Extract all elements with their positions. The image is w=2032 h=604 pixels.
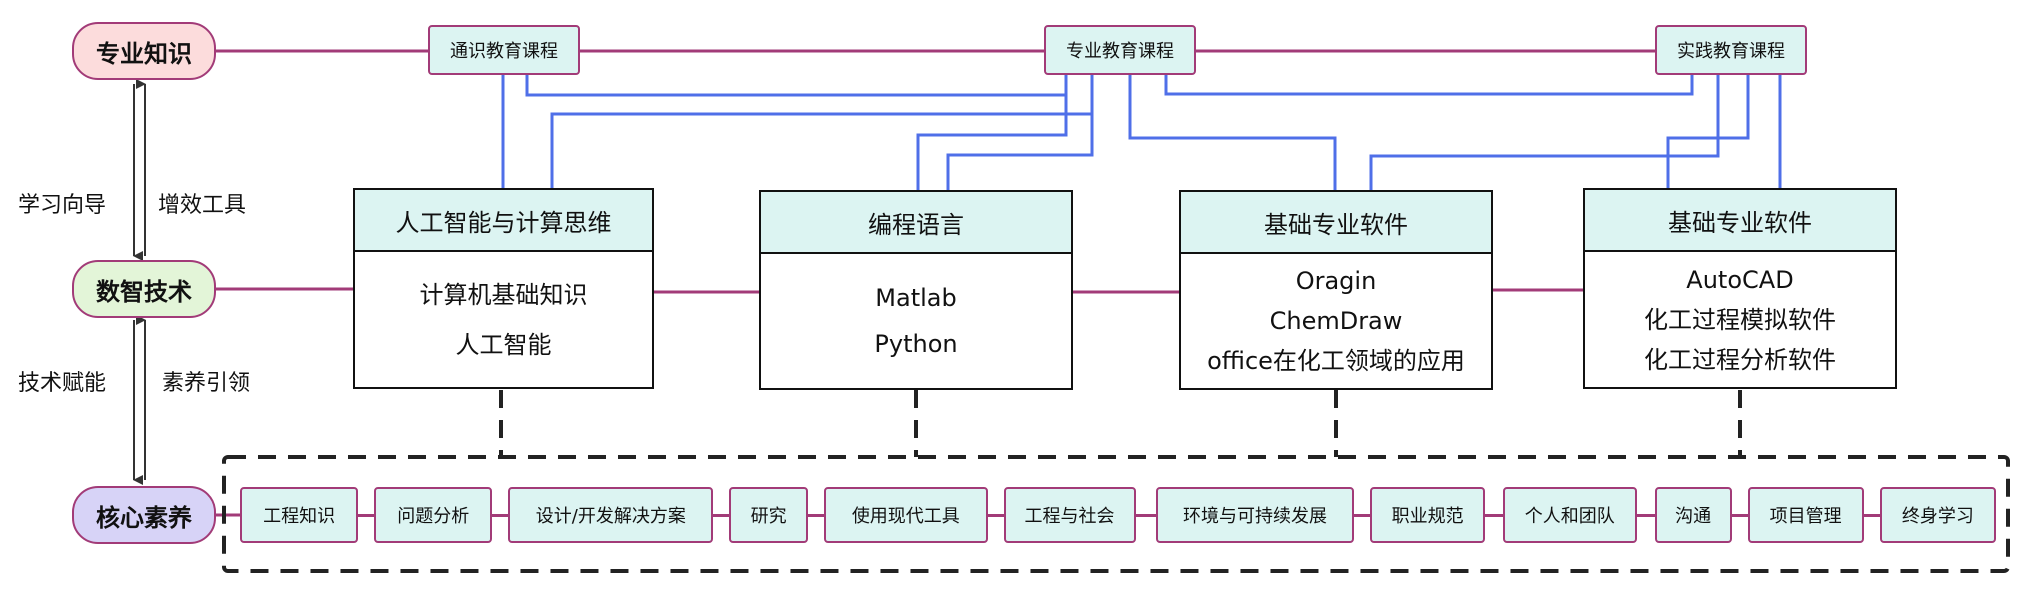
box-item: Oragin [1295, 267, 1377, 295]
skills-dashed-frame [222, 455, 2010, 573]
blue-general-c [550, 72, 1094, 190]
box-item: AutoCAD [1686, 265, 1794, 294]
box-item: Matlab [875, 284, 957, 312]
skill-item: 环境与可持续发展 [1155, 487, 1355, 543]
blue-general-b [525, 72, 1068, 97]
label-tech-empower: 技术赋能 [18, 371, 107, 396]
box-basic-software-1: 基础专业软件 Oragin ChemDraw office在化工领域的应用 [1179, 190, 1493, 390]
blue-practice-a [1369, 72, 1720, 190]
skill-item: 设计/开发解决方案 [508, 487, 714, 543]
skill-item: 项目管理 [1747, 487, 1864, 543]
box-title: 人工智能与计算思维 [355, 190, 652, 252]
skill-item: 使用现代工具 [824, 487, 988, 543]
box-programming: 编程语言 Matlab Python [759, 190, 1073, 390]
box-title: 基础专业软件 [1181, 192, 1491, 254]
blue-practice-b [1666, 72, 1750, 190]
skill-item: 终身学习 [1879, 487, 1997, 543]
box-item: office在化工领域的应用 [1207, 347, 1465, 375]
box-title: 编程语言 [761, 192, 1071, 254]
blue-prof-c [1128, 72, 1337, 190]
box-item: ChemDraw [1269, 307, 1403, 335]
box-item: 计算机基础知识 [419, 280, 588, 309]
skills-row: 工程知识 问题分析 设计/开发解决方案 研究 使用现代工具 工程与社会 环境与可… [240, 487, 1997, 543]
box-items: Matlab Python [761, 254, 1071, 388]
box-item: 人工智能 [455, 330, 552, 359]
label-learning-guide: 学习向导 [18, 193, 107, 218]
box-items: 计算机基础知识 人工智能 [355, 252, 652, 387]
label-literacy-lead: 素养引领 [162, 371, 251, 396]
digital-tech-node: 数智技术 [72, 260, 216, 318]
course-professional: 专业教育课程 [1044, 25, 1196, 75]
box-basic-software-2: 基础专业软件 AutoCAD 化工过程模拟软件 化工过程分析软件 [1583, 188, 1897, 389]
blue-prof-b [946, 72, 1094, 190]
skill-item: 沟通 [1654, 487, 1732, 543]
skill-item: 个人和团队 [1502, 487, 1637, 543]
course-practice: 实践教育课程 [1655, 25, 1807, 75]
box-items: AutoCAD 化工过程模拟软件 化工过程分析软件 [1585, 252, 1895, 387]
box-ai-computing: 人工智能与计算思维 计算机基础知识 人工智能 [353, 188, 654, 389]
box-item: Python [874, 330, 958, 358]
skill-item: 工程与社会 [1003, 487, 1136, 543]
box-item: 化工过程分析软件 [1644, 345, 1836, 374]
skill-item: 职业规范 [1370, 487, 1485, 543]
blue-prof-a [916, 72, 1068, 190]
core-literacy-node: 核心素养 [72, 486, 216, 544]
blue-prof-d [1164, 72, 1694, 96]
box-items: Oragin ChemDraw office在化工领域的应用 [1181, 254, 1491, 388]
course-general: 通识教育课程 [428, 25, 580, 75]
box-title: 基础专业软件 [1585, 190, 1895, 252]
skill-item: 工程知识 [240, 487, 359, 543]
box-item: 化工过程模拟软件 [1644, 305, 1836, 334]
skill-item: 研究 [729, 487, 809, 543]
knowledge-node: 专业知识 [72, 22, 216, 80]
skill-item: 问题分析 [374, 487, 493, 543]
label-efficiency-tools: 增效工具 [158, 193, 247, 218]
